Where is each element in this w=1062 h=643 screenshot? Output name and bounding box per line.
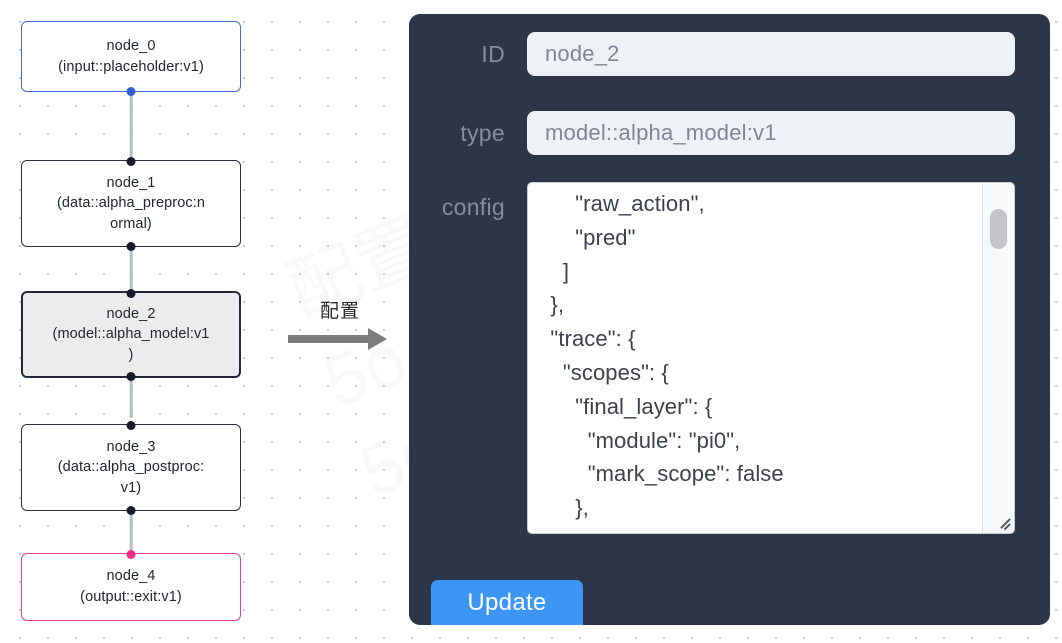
type-field-label: type bbox=[460, 119, 505, 146]
edge-node2-node3 bbox=[129, 377, 133, 418]
graph-node-label: node_4 (output::exit:v1) bbox=[80, 568, 182, 605]
annotation-caption: 配置 bbox=[319, 300, 360, 322]
field-row-config: config "raw_action", "pred" ] }, "trace"… bbox=[409, 182, 1050, 534]
resize-grip-icon[interactable] bbox=[996, 515, 1012, 531]
update-button[interactable]: Update bbox=[431, 580, 583, 625]
edge-node1-node2 bbox=[129, 247, 133, 294]
field-row-id: ID bbox=[409, 32, 1050, 76]
node-handle-target[interactable] bbox=[126, 156, 136, 166]
config-scrollbar-thumb[interactable] bbox=[990, 209, 1007, 249]
node-handle-target[interactable] bbox=[126, 288, 136, 298]
node-handle-source[interactable] bbox=[126, 371, 136, 381]
node-inspector-panel: ID type config "raw_action", "pred" ] },… bbox=[409, 14, 1050, 625]
graph-node-node_1[interactable]: node_1 (data::alpha_preproc:n ormal) bbox=[21, 156, 241, 251]
graph-node-label: node_2 (model::alpha_model:v1 ) bbox=[52, 305, 210, 363]
node-handle-target[interactable] bbox=[126, 549, 136, 559]
graph-node-label: node_0 (input::placeholder:v1) bbox=[58, 37, 204, 75]
graph-node-label: node_3 (data::alpha_postproc: v1) bbox=[57, 438, 205, 496]
graph-node-label: node_1 (data::alpha_preproc:n ormal) bbox=[56, 174, 206, 232]
graph-node-node_2[interactable]: node_2 (model::alpha_model:v1 ) bbox=[21, 288, 241, 381]
edge-node3-node4 bbox=[129, 512, 133, 553]
type-input[interactable] bbox=[527, 111, 1015, 155]
arrow-shaft bbox=[288, 335, 370, 343]
node-handle-source[interactable] bbox=[126, 505, 136, 515]
graph-node-node_0[interactable]: node_0 (input::placeholder:v1) bbox=[21, 21, 241, 96]
config-scrollbar[interactable] bbox=[982, 184, 1013, 533]
arrow-right-icon bbox=[288, 327, 396, 351]
config-textarea[interactable]: "raw_action", "pred" ] }, "trace": { "sc… bbox=[527, 182, 1015, 534]
config-field-label: config bbox=[441, 194, 505, 220]
annotation-arrow-group: 配置 bbox=[288, 296, 396, 351]
id-input[interactable] bbox=[527, 32, 1015, 76]
node-handle-source[interactable] bbox=[126, 241, 136, 251]
field-row-type: type bbox=[409, 111, 1050, 155]
arrow-head bbox=[368, 328, 387, 350]
graph-node-node_3[interactable]: node_3 (data::alpha_postproc: v1) bbox=[21, 420, 241, 515]
node-handle-target[interactable] bbox=[126, 420, 136, 430]
graph-node-node_4[interactable]: node_4 (output::exit:v1) bbox=[21, 549, 241, 621]
node-handle-source[interactable] bbox=[126, 86, 136, 96]
edge-node0-node1 bbox=[129, 92, 133, 160]
id-field-label: ID bbox=[481, 40, 505, 67]
config-textarea-content[interactable]: "raw_action", "pred" ] }, "trace": { "sc… bbox=[550, 191, 784, 533]
